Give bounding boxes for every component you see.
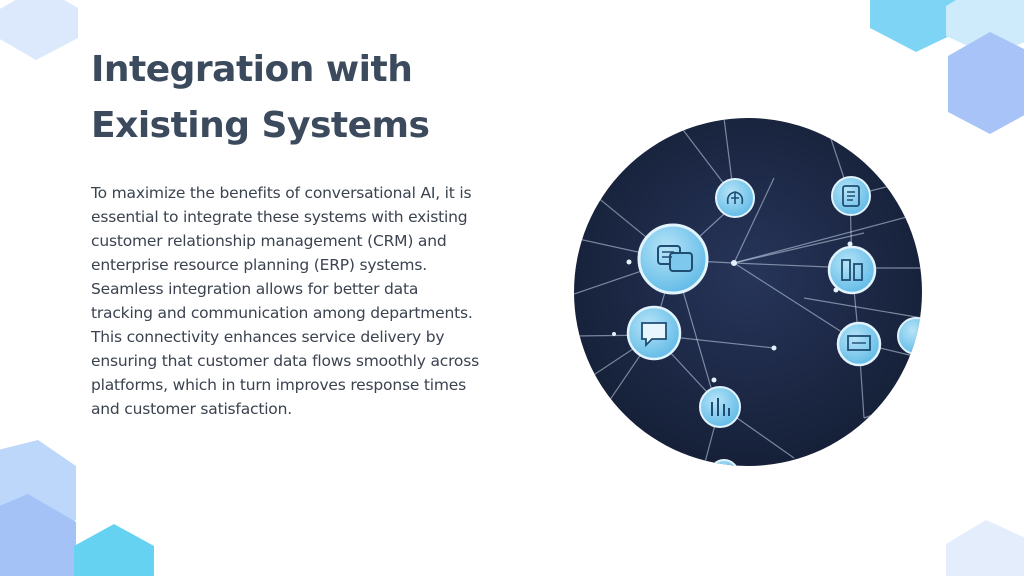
network-background <box>574 118 922 466</box>
network-junctions <box>612 241 853 383</box>
chat-node-icon <box>637 223 709 295</box>
hexagon-shape <box>0 0 78 60</box>
network-illustration <box>574 118 922 466</box>
document-node-icon <box>831 176 871 216</box>
hexagon-shape <box>0 494 76 576</box>
data-node-icon <box>827 245 877 295</box>
slide-title: Integration with Existing Systems <box>91 42 511 154</box>
hexagon-shape <box>946 520 1024 576</box>
title-line-2: Existing Systems <box>91 105 430 146</box>
report-node-icon <box>836 321 882 367</box>
body-paragraph: To maximize the benefits of conversation… <box>91 184 479 418</box>
mind-node-icon <box>715 178 755 218</box>
title-line-1: Integration with <box>91 49 413 90</box>
chart-node-icon <box>699 386 741 428</box>
edge-node-shape <box>709 459 739 466</box>
hexagon-shape <box>870 0 962 52</box>
hexagon-shape <box>948 32 1024 134</box>
hexagon-shape <box>74 524 154 576</box>
app-node-icon <box>626 305 682 361</box>
edge-node-shape <box>905 205 922 223</box>
